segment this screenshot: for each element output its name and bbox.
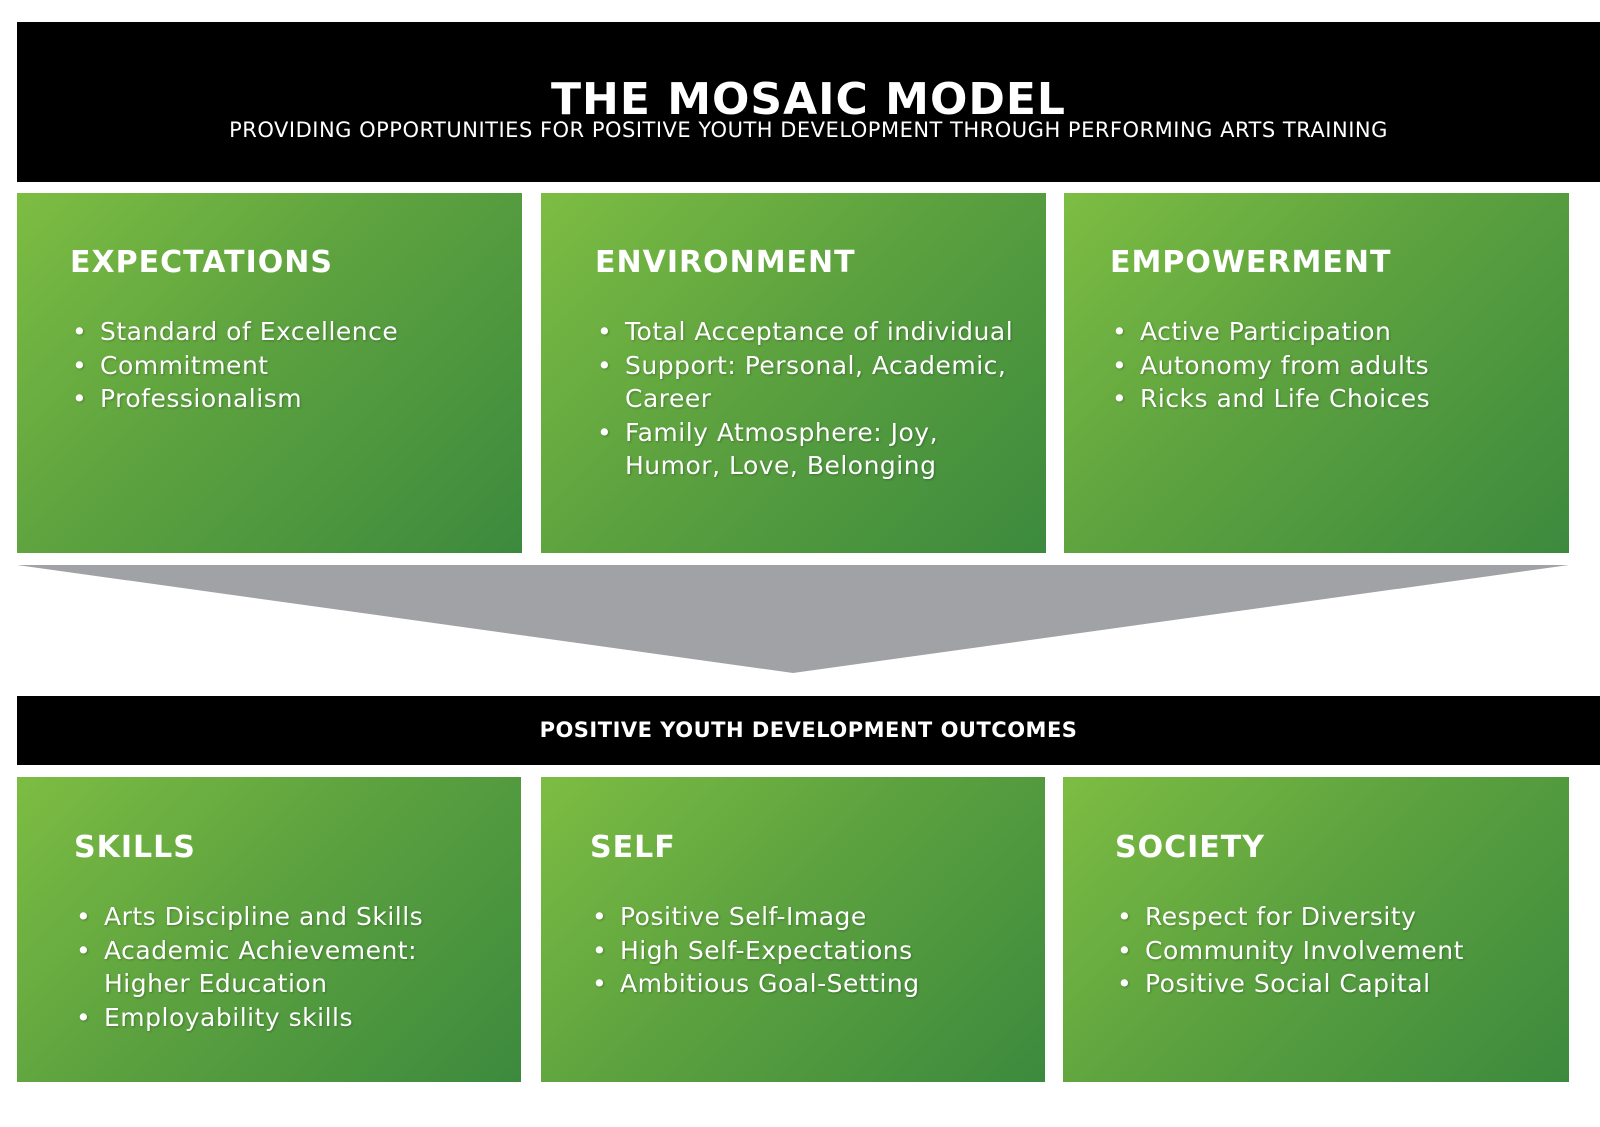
self-box: SELF Positive Self-Image High Self-Expec… [541, 777, 1045, 1082]
list-item: Professionalism [70, 382, 490, 416]
list-item: Employability skills [74, 1001, 494, 1035]
environment-list: Total Acceptance of individual Support: … [595, 315, 1015, 483]
empowerment-list: Active Participation Autonomy from adult… [1110, 315, 1550, 416]
expectations-box: EXPECTATIONS Standard of Excellence Comm… [17, 193, 522, 553]
list-item: Positive Social Capital [1115, 967, 1555, 1001]
page-title: THE MOSAIC MODEL [551, 74, 1066, 125]
list-item: High Self-Expectations [590, 934, 1020, 968]
list-item: Autonomy from adults [1110, 349, 1550, 383]
list-item: Total Acceptance of individual [595, 315, 1015, 349]
self-list: Positive Self-Image High Self-Expectatio… [590, 900, 1020, 1001]
list-item: Arts Discipline and Skills [74, 900, 494, 934]
list-item: Community Involvement [1115, 934, 1555, 968]
outcomes-title: POSITIVE YOUTH DEVELOPMENT OUTCOMES [539, 718, 1078, 742]
expectations-title: EXPECTATIONS [70, 245, 333, 280]
expectations-list: Standard of Excellence Commitment Profes… [70, 315, 490, 416]
list-item: Family Atmosphere: Joy, Humor, Love, Bel… [595, 416, 1015, 483]
list-item: Standard of Excellence [70, 315, 490, 349]
title-banner: THE MOSAIC MODEL PROVIDING OPPORTUNITIES… [17, 22, 1600, 182]
skills-box: SKILLS Arts Discipline and Skills Academ… [17, 777, 521, 1082]
list-item: Commitment [70, 349, 490, 383]
society-title: SOCIETY [1115, 830, 1265, 865]
list-item: Support: Personal, Academic, Career [595, 349, 1015, 416]
list-item: Active Participation [1110, 315, 1550, 349]
empowerment-box: EMPOWERMENT Active Participation Autonom… [1064, 193, 1569, 553]
society-box: SOCIETY Respect for Diversity Community … [1063, 777, 1569, 1082]
empowerment-title: EMPOWERMENT [1110, 245, 1392, 280]
list-item: Respect for Diversity [1115, 900, 1555, 934]
self-title: SELF [590, 830, 676, 865]
society-list: Respect for Diversity Community Involvem… [1115, 900, 1555, 1001]
down-arrow-icon [17, 565, 1569, 673]
list-item: Ambitious Goal-Setting [590, 967, 1020, 1001]
page-subtitle: PROVIDING OPPORTUNITIES FOR POSITIVE YOU… [229, 118, 1388, 142]
list-item: Academic Achievement: Higher Education [74, 934, 494, 1001]
list-item: Positive Self-Image [590, 900, 1020, 934]
environment-title: ENVIRONMENT [595, 245, 856, 280]
skills-title: SKILLS [74, 830, 196, 865]
environment-box: ENVIRONMENT Total Acceptance of individu… [541, 193, 1046, 553]
outcomes-banner: POSITIVE YOUTH DEVELOPMENT OUTCOMES [17, 696, 1600, 765]
list-item: Ricks and Life Choices [1110, 382, 1550, 416]
skills-list: Arts Discipline and Skills Academic Achi… [74, 900, 494, 1034]
